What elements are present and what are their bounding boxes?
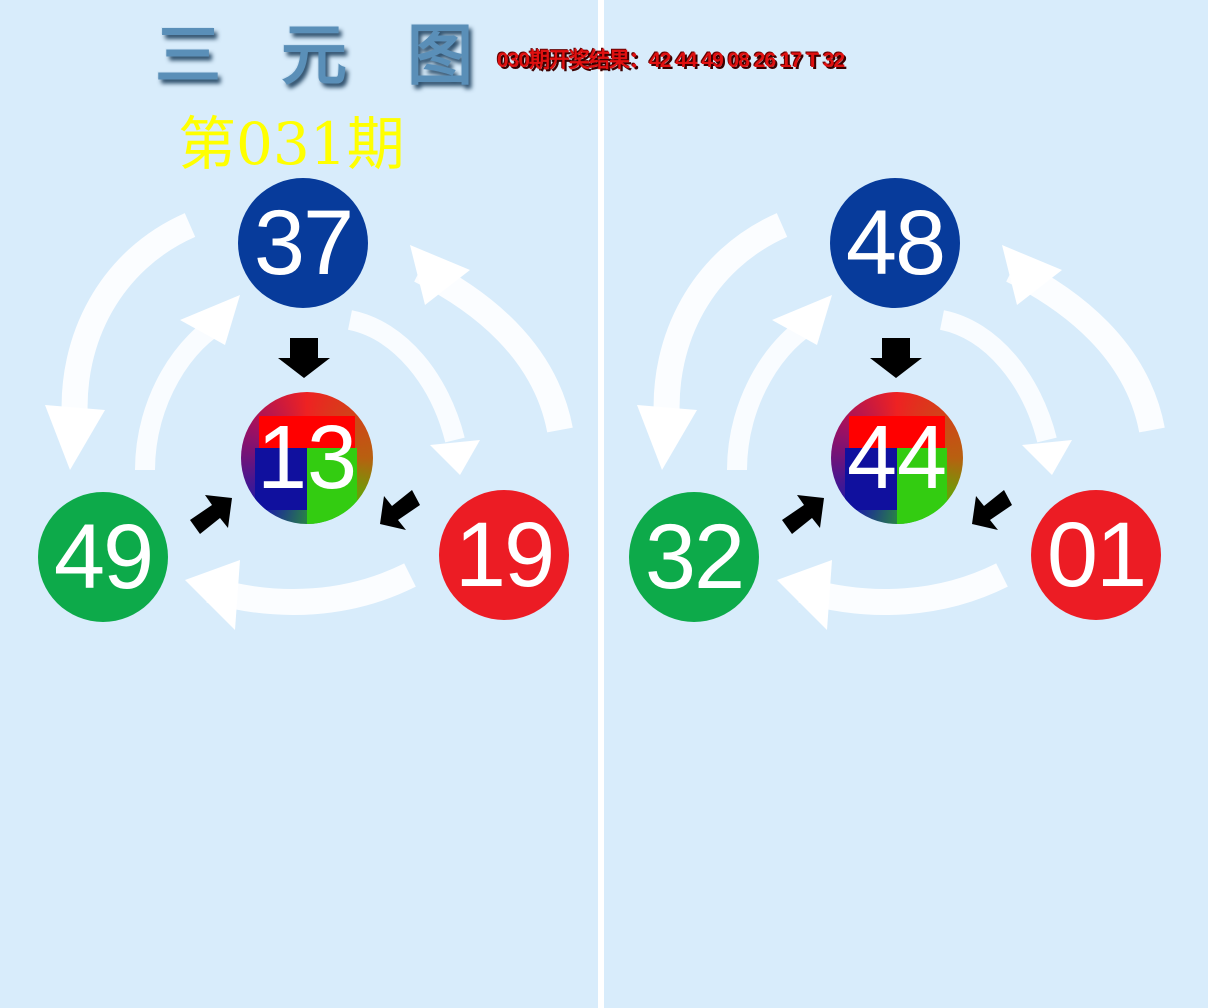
center-ball: 13 [241, 392, 373, 524]
right-ball: 19 [439, 490, 569, 620]
top-ball: 48 [830, 178, 960, 308]
page-title: 三 元 图 [155, 16, 473, 94]
previous-result: 030期开奖结果：42 44 49 08 26 17 T 32 [497, 49, 845, 72]
issue-number: 第031期 [178, 110, 405, 178]
center-number: 44 [846, 408, 948, 508]
top-ball: 37 [238, 178, 368, 308]
divider [598, 0, 604, 1008]
right-ball: 01 [1031, 490, 1161, 620]
left-ball: 32 [629, 492, 759, 622]
center-number: 13 [256, 408, 358, 508]
center-ball: 44 [831, 392, 963, 524]
left-ball: 49 [38, 492, 168, 622]
